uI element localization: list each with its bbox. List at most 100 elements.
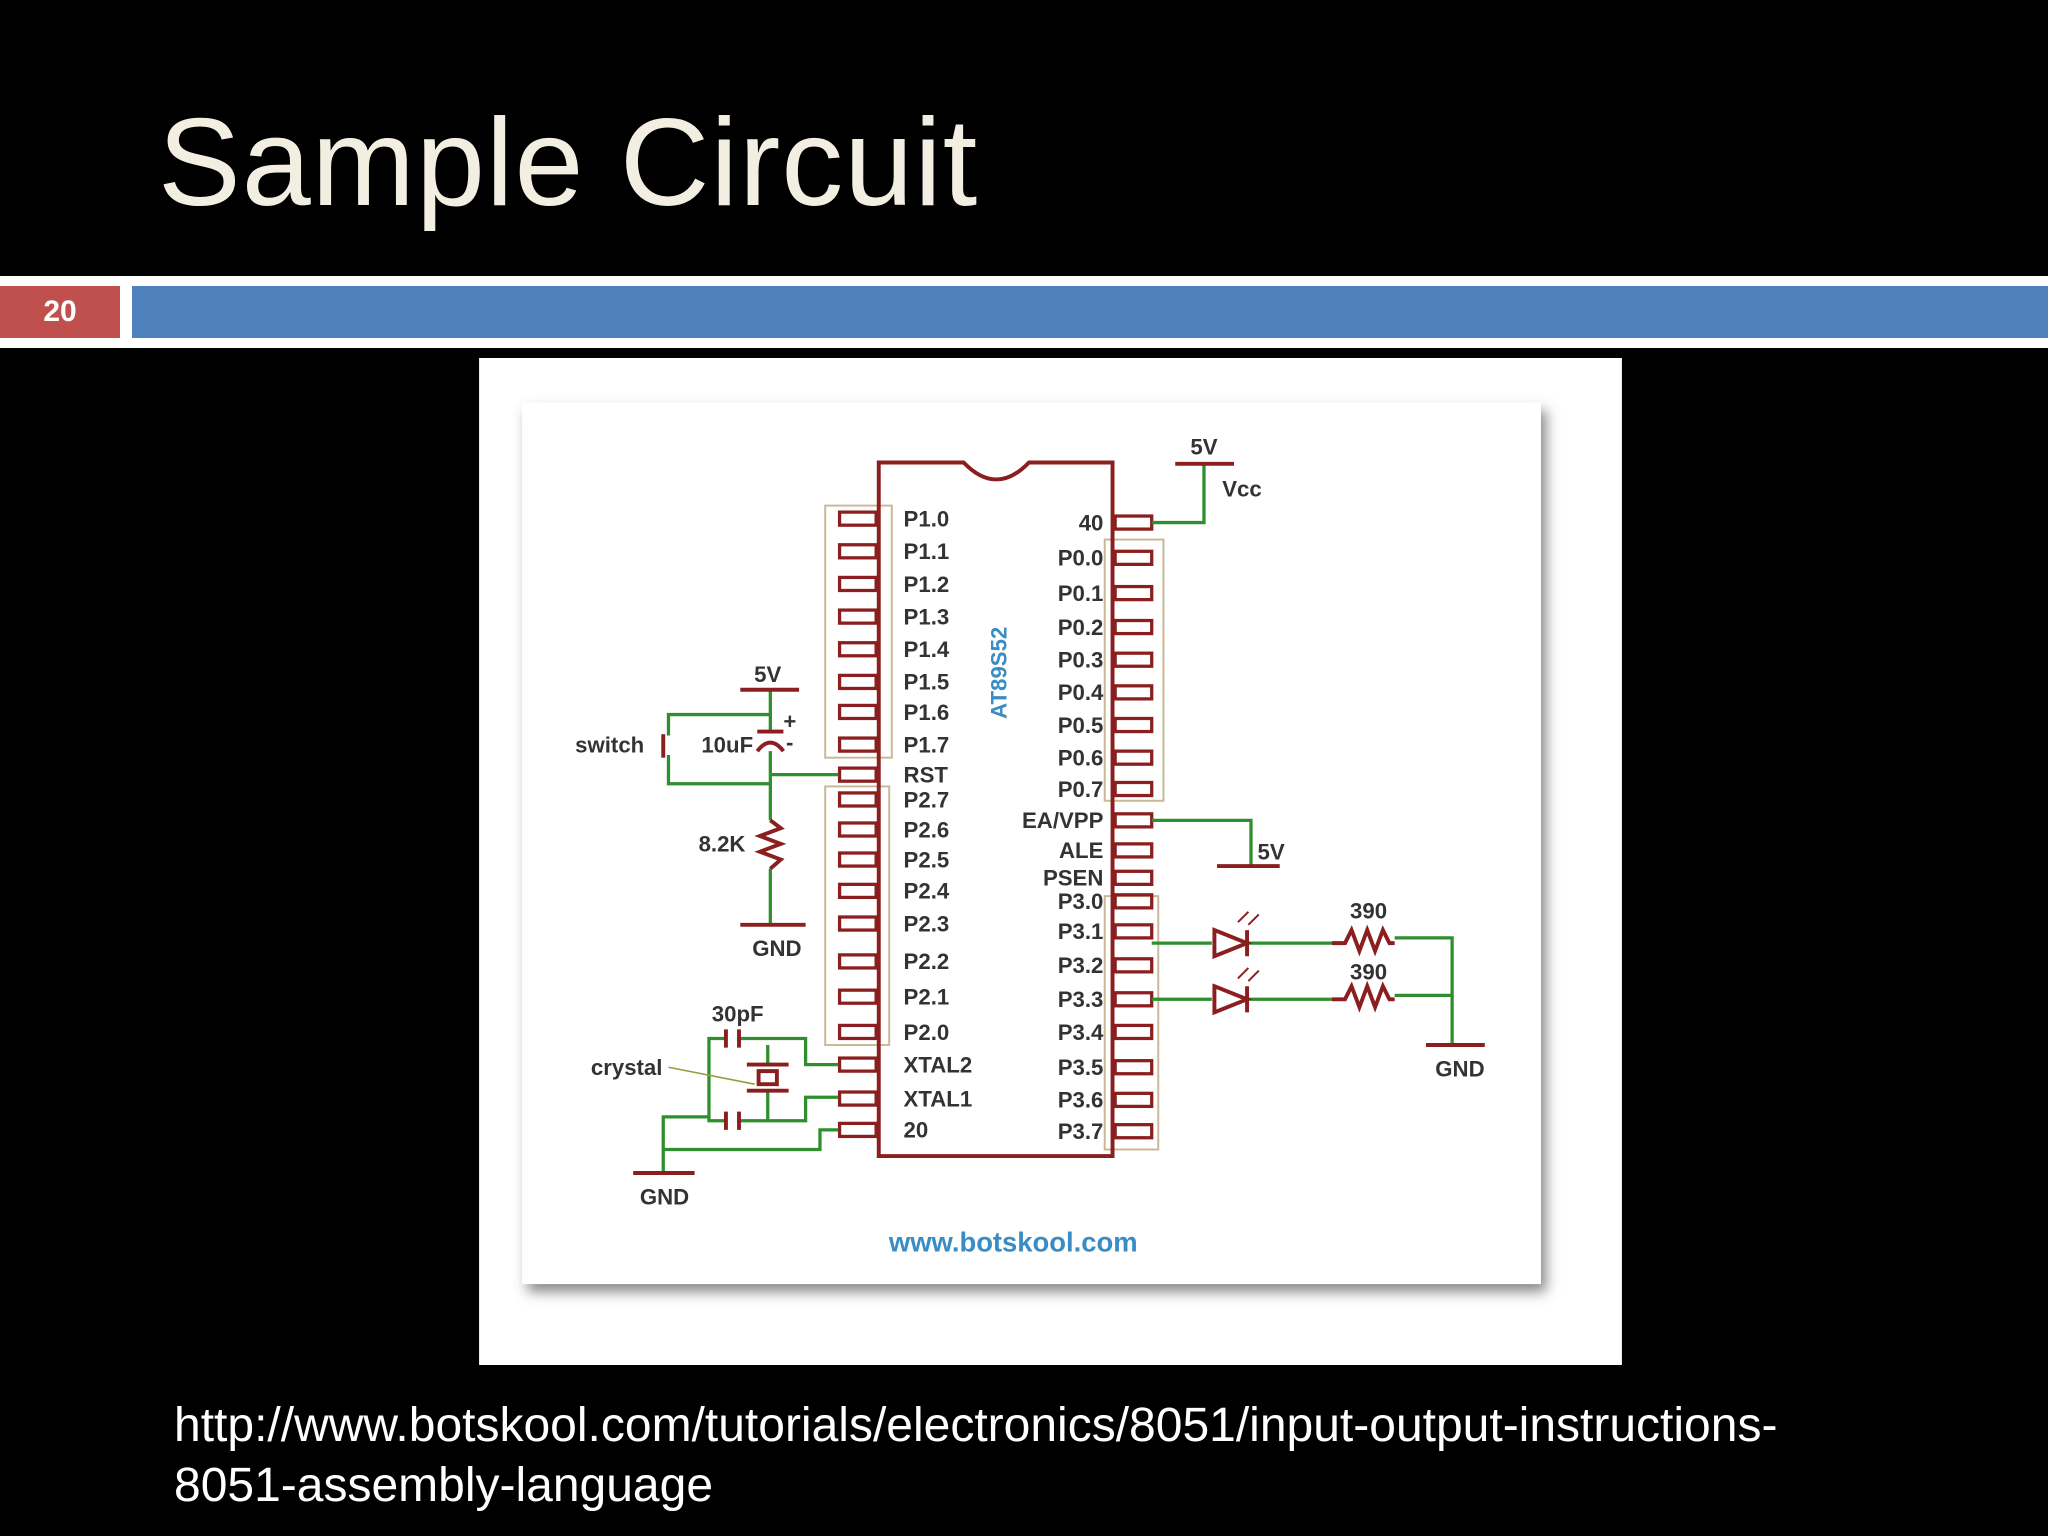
right-pin-label: P0.6 — [1058, 746, 1104, 771]
left-pin-label: P1.2 — [904, 572, 950, 597]
led-2-rays — [1237, 967, 1260, 982]
port-groups — [824, 504, 1165, 1151]
right-pin — [1113, 1123, 1154, 1140]
left-pin-label: P2.5 — [904, 847, 950, 872]
left-pin — [837, 703, 878, 721]
switch-label: switch — [575, 732, 644, 757]
xtal-gnd-label: GND — [640, 1184, 689, 1209]
left-pin-label: P1.7 — [904, 732, 950, 757]
schematic-panel — [522, 402, 1541, 1285]
left-pin — [837, 851, 878, 868]
right-pin-label: P3.5 — [1058, 1055, 1104, 1080]
left-pin-label: P2.7 — [904, 787, 950, 812]
left-pin-label: XTAL1 — [904, 1086, 973, 1111]
cap-label: 10uF — [701, 732, 753, 757]
right-pin-label: P3.2 — [1058, 953, 1104, 978]
crystal-pointer — [668, 1066, 755, 1085]
watermark: www.botskool.com — [888, 1226, 1138, 1257]
left-pin-label: P1.3 — [904, 604, 950, 629]
left-pin — [837, 791, 878, 808]
right-pin-label: 40 — [1079, 510, 1104, 535]
right-pin-label: P3.6 — [1058, 1088, 1104, 1113]
right-pin — [1113, 780, 1154, 798]
left-pin-label: P2.3 — [904, 911, 950, 936]
left-pin — [837, 575, 878, 593]
right-pin — [1113, 869, 1154, 886]
vcc-label: Vcc — [1222, 476, 1261, 501]
left-pin — [837, 608, 878, 625]
accent-bar — [132, 286, 2048, 338]
xtal-cap-label: 30pF — [712, 1001, 764, 1026]
right-pin — [1113, 842, 1154, 859]
source-link[interactable]: http://www.botskool.com/tutorials/electr… — [174, 1396, 1974, 1516]
right-pin — [1113, 1059, 1154, 1076]
right-pin-label: P0.4 — [1058, 680, 1104, 705]
right-pin — [1113, 684, 1154, 701]
left-pin — [837, 882, 878, 900]
resistor-8k2 — [754, 818, 787, 871]
slide-title: Sample Circuit — [158, 94, 979, 232]
right-pin-label: P3.4 — [1058, 1020, 1104, 1045]
resistor-1 — [1331, 924, 1395, 957]
right-pin-label: PSEN — [1043, 866, 1103, 891]
right-pin-label: P3.3 — [1058, 987, 1104, 1012]
left-pin — [837, 915, 878, 932]
ea-5v-label: 5V — [1258, 840, 1285, 865]
right-pin-label: P0.7 — [1058, 777, 1104, 802]
left-pin — [837, 1090, 878, 1107]
xtal-cap-2 — [723, 1111, 741, 1130]
rst-gnd-label: GND — [752, 936, 801, 961]
left-pin-label: P2.0 — [904, 1020, 950, 1045]
left-pin-label: P1.4 — [904, 637, 950, 662]
left-pin-label: 20 — [904, 1118, 929, 1143]
left-pin — [837, 736, 878, 753]
led-1 — [1212, 927, 1253, 960]
right-pin — [1113, 957, 1154, 974]
source-link-line-2[interactable]: 8051-assembly-language — [174, 1459, 714, 1512]
left-pin — [837, 988, 878, 1005]
right-pin-label: P3.7 — [1058, 1119, 1104, 1144]
crystal-label: crystal — [591, 1055, 663, 1080]
left-pin — [837, 766, 878, 783]
resistor-2-label: 390 — [1350, 960, 1387, 985]
vcc-5v-label: 5V — [1190, 435, 1217, 460]
right-pin-label: P0.3 — [1058, 648, 1104, 673]
left-pin — [837, 953, 878, 970]
wires — [661, 463, 1454, 1174]
left-pin-label: P2.1 — [904, 985, 950, 1010]
left-pin-label: P1.0 — [904, 506, 950, 531]
xtal-cap-1 — [723, 1029, 741, 1048]
circuit-diagram: AT89S52 P1.0P1.1P1.2P1.3P1.4P1.5P1.6P1.7… — [479, 358, 1622, 1365]
right-pin-label: P3.1 — [1058, 919, 1104, 944]
left-pin — [837, 1023, 878, 1041]
right-pin-label: ALE — [1059, 838, 1103, 863]
left-pin-label: P1.5 — [904, 670, 950, 695]
right-pin-label: P0.2 — [1058, 615, 1104, 640]
right-pin — [1113, 1091, 1154, 1109]
cap-plus: + — [783, 709, 796, 734]
led-gnd-label: GND — [1435, 1056, 1484, 1081]
led-2 — [1212, 983, 1253, 1016]
chip-body — [876, 460, 1115, 1158]
right-pin — [1113, 651, 1154, 668]
left-pin — [837, 1121, 878, 1139]
right-pin — [1113, 716, 1154, 734]
left-pin-label: XTAL2 — [904, 1052, 973, 1077]
components — [633, 461, 1485, 1175]
right-pin — [1113, 618, 1154, 636]
chip-name: AT89S52 — [987, 627, 1012, 719]
left-pin-label: P2.4 — [904, 879, 950, 904]
source-link-line-1[interactable]: http://www.botskool.com/tutorials/electr… — [174, 1399, 1778, 1452]
capacitor-10uf — [755, 729, 785, 753]
chip-pins: P1.0P1.1P1.2P1.3P1.4P1.5P1.6P1.7RSTP2.7P… — [837, 506, 1154, 1144]
left-pin — [837, 821, 878, 838]
right-pin — [1113, 893, 1154, 910]
left-pin — [837, 1056, 878, 1073]
rst-resistor-label: 8.2K — [699, 832, 746, 857]
right-pin — [1113, 549, 1154, 566]
right-pin-label: P0.5 — [1058, 713, 1104, 738]
right-pin — [1113, 923, 1154, 940]
rst-5v-label: 5V — [754, 662, 781, 687]
left-pin-label: P2.2 — [904, 949, 950, 974]
led-1-rays — [1237, 911, 1260, 926]
